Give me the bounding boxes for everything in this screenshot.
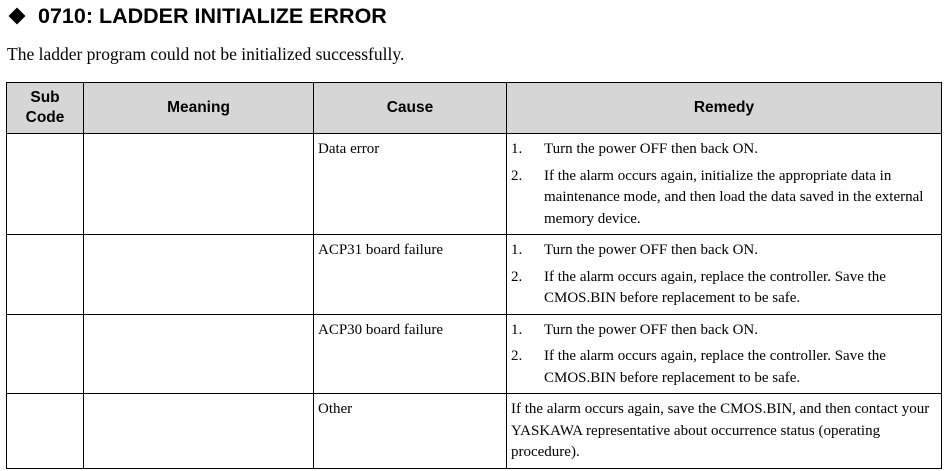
remedy-step: 1. Turn the power OFF then back ON. <box>511 320 937 342</box>
page-title: 0710: LADDER INITIALIZE ERROR <box>38 3 387 28</box>
step-number: 1. <box>511 141 523 157</box>
meaning-cell <box>83 313 314 394</box>
remedy-cell: 1. Turn the power OFF then back ON. 2. I… <box>506 234 942 315</box>
header-meaning: Meaning <box>83 82 314 134</box>
table-row: Other If the alarm occurs again, save th… <box>6 393 942 469</box>
header-remedy: Remedy <box>506 82 942 134</box>
header-cause: Cause <box>313 82 507 134</box>
sub-code-cell <box>6 234 84 315</box>
remedy-step: 2. If the alarm occurs again, replace th… <box>511 346 937 389</box>
step-text: If the alarm occurs again, replace the c… <box>544 348 886 386</box>
remedy-steps: 1. Turn the power OFF then back ON. 2. I… <box>511 240 937 310</box>
cause-cell: ACP31 board failure <box>313 234 507 315</box>
diamond-bullet-icon <box>8 7 26 25</box>
intro-text: The ladder program could not be initiali… <box>7 44 405 64</box>
remedy-cell: 1. Turn the power OFF then back ON. 2. I… <box>506 133 942 235</box>
remedy-step: 1. Turn the power OFF then back ON. <box>511 240 937 262</box>
step-number: 2. <box>511 167 523 184</box>
step-text: Turn the power OFF then back ON. <box>544 141 759 157</box>
cause-cell: Other <box>313 393 507 469</box>
sub-code-cell <box>6 313 84 394</box>
meaning-cell <box>83 133 314 235</box>
sub-code-cell <box>6 393 84 469</box>
step-number: 2. <box>511 348 523 364</box>
cause-cell: Data error <box>313 133 507 235</box>
header-sub-code: Sub Code <box>6 82 84 134</box>
sub-code-cell <box>6 133 84 235</box>
table-row: ACP30 board failure 1. Turn the power OF… <box>6 313 942 394</box>
step-number: 1. <box>511 242 523 258</box>
step-text: If the alarm occurs again, initialize th… <box>544 167 924 227</box>
page-heading: 0710: LADDER INITIALIZE ERROR <box>6 2 387 30</box>
remedy-steps: 1. Turn the power OFF then back ON. 2. I… <box>511 139 937 230</box>
remedy-step: 2. If the alarm occurs again, initialize… <box>511 166 937 231</box>
step-number: 2. <box>511 268 523 285</box>
table-row: Data error 1. Turn the power OFF then ba… <box>6 133 942 235</box>
step-text: Turn the power OFF then back ON. <box>544 242 759 258</box>
remedy-step: 2. If the alarm occurs again, replace th… <box>511 267 937 310</box>
remedy-text: If the alarm occurs again, save the CMOS… <box>511 401 930 460</box>
header-sub-code-line1: Sub <box>30 89 60 106</box>
step-text: Turn the power OFF then back ON. <box>544 321 759 338</box>
meaning-cell <box>83 234 314 315</box>
alarm-table: Sub Code Meaning Cause Remedy Data error… <box>6 82 942 469</box>
remedy-steps: 1. Turn the power OFF then back ON. 2. I… <box>511 320 937 390</box>
step-text: If the alarm occurs again, replace the c… <box>544 268 886 307</box>
table-header-row: Sub Code Meaning Cause Remedy <box>6 82 942 134</box>
meaning-cell <box>83 393 314 469</box>
table-row: ACP31 board failure 1. Turn the power OF… <box>6 234 942 315</box>
step-number: 1. <box>511 321 523 338</box>
header-sub-code-line2: Code <box>25 109 65 126</box>
cause-cell: ACP30 board failure <box>313 313 507 394</box>
remedy-cell: If the alarm occurs again, save the CMOS… <box>506 393 942 469</box>
remedy-step: 1. Turn the power OFF then back ON. <box>511 139 937 161</box>
remedy-cell: 1. Turn the power OFF then back ON. 2. I… <box>506 313 942 394</box>
